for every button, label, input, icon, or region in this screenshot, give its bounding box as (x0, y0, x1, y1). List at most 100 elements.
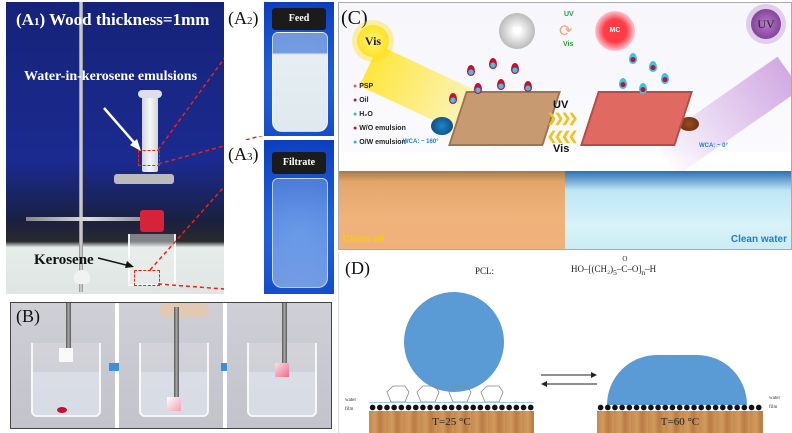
panel-d-label: (D) (345, 258, 370, 278)
panel-label-text: (A (228, 8, 247, 28)
wo-emulsion-droplet (497, 79, 505, 90)
stand-foot (74, 270, 90, 284)
film-label-left: film (345, 407, 354, 412)
uv-sun-label: UV (757, 17, 775, 31)
wo-emulsion-droplet (489, 58, 497, 69)
clean-oil-region: Clean oil (339, 171, 565, 249)
center-vis-label: Vis (553, 143, 570, 155)
pcl-chain (480, 385, 504, 403)
ow-emulsion-droplet (649, 61, 657, 72)
wo-emulsion-icon: ● (353, 125, 358, 132)
panel-b-frame-3 (227, 303, 331, 428)
water-layer-line (369, 402, 534, 403)
panel-a3-filtrate-vial: (A3) Filtrate (224, 140, 334, 294)
sun-uv-icon: UV (751, 9, 781, 39)
panel-b-oil-absorption-sequence: (B) (10, 302, 332, 429)
spiropyran-sp-icon: SP (499, 13, 535, 49)
formula-ch2: (CH₂) (591, 264, 614, 274)
sun-vis-icon: Vis (357, 25, 389, 57)
water-label-right: water (769, 396, 781, 401)
panel-c-photoswitch-schematic: (C) Vis UV SP UV ⟳ Vis MC ● PSP ● Oil ● … (338, 2, 792, 250)
ow-emulsion-droplet (629, 53, 637, 64)
uv-arrows-right-icon: ❯❯❯❯ (547, 111, 578, 125)
legend-item-h2o: ● H₂O (353, 111, 373, 118)
panel-label-sub: 1 (33, 16, 40, 28)
wo-emulsion-droplet (467, 65, 475, 76)
red-clamp-holder (140, 210, 164, 232)
sp-label: SP (512, 27, 522, 34)
legend-item-wo-emulsion: ● W/O emulsion (353, 125, 406, 132)
panel-label-sub: 3 (247, 151, 253, 163)
formula-n: n (641, 267, 646, 277)
switch-vis-label: Vis (563, 41, 574, 48)
legend-label: O/W emulsion (359, 139, 406, 146)
panel-b-frame-2 (119, 303, 227, 428)
zoom-box-upper (138, 150, 160, 166)
legend-label: H₂O (359, 111, 373, 118)
vial-photo: Filtrate (264, 140, 334, 294)
annotation-arrows (97, 107, 141, 268)
legend-label: PSP (359, 83, 374, 90)
panel-label-text: (A (228, 144, 247, 164)
clamp-arm (26, 217, 151, 221)
emulsion-label: Water-in-kerosene emulsions (24, 69, 198, 84)
connector-line (157, 134, 265, 165)
panel-a1-setup-photo: (A1) Wood thickness=1mm Water-in-kerosen… (6, 2, 224, 294)
white-sponge (59, 348, 73, 362)
panel-label-text: (A (16, 10, 34, 29)
formula-o-top: O (622, 255, 628, 263)
wca-hydrophobic-droplet-icon (431, 117, 453, 135)
legend-label: W/O emulsion (359, 125, 406, 132)
formula-ho: HO (571, 264, 584, 274)
pink-sponge-with-oil (275, 363, 289, 377)
film-label-right: film (769, 405, 778, 410)
panel-a1-label: (A1) Wood thickness=1mm (16, 10, 209, 30)
sponge-absorbing-oil (167, 397, 181, 411)
reversible-arrows (541, 372, 597, 387)
panel-label-sub: 2 (247, 15, 253, 27)
water-droplet-spherical (404, 292, 504, 392)
red-oil-droplet (57, 407, 67, 413)
pcl-chain (386, 385, 410, 403)
kerosene-arrowhead (125, 261, 134, 268)
merocyanine-mc-icon: MC (595, 11, 635, 51)
wca-left-label: WCA: ~ 160° (403, 139, 439, 145)
film-beads (369, 404, 534, 411)
clean-oil-label: Clean oil (343, 234, 385, 245)
panel-b-label: (B) (16, 306, 40, 326)
formula-co: C–O (621, 264, 639, 274)
zoom-box-lower (134, 270, 160, 286)
panel-a2-feed-vial: (A2) Feed (224, 2, 334, 136)
wood-block-hydrophilic (580, 91, 693, 146)
wo-emulsion-droplet (511, 63, 519, 74)
pcl-chain (416, 385, 440, 403)
film-beads (597, 404, 763, 411)
vis-sun-label: Vis (364, 34, 382, 48)
pcl-label: PCL: (475, 266, 495, 276)
vial-cap-feed: Feed (272, 8, 326, 30)
panel-a3-label: (A3) (228, 144, 259, 165)
filter-tube (142, 92, 158, 172)
kerosene-label: Kerosene (34, 252, 94, 268)
arrowhead-backward (541, 381, 547, 387)
legend-item-oil: ● Oil (353, 97, 369, 104)
vial-photo: Feed (264, 2, 334, 136)
ow-emulsion-icon: ● (353, 139, 358, 146)
wood-thickness-title: Wood thickness=1mm (49, 10, 210, 29)
psp-dot-icon: ● (353, 83, 358, 90)
wood-block-hydrophobic (448, 91, 561, 146)
panel-c-label: (C) (341, 7, 368, 29)
emulsion-arrow (103, 107, 139, 148)
formula-h: H (649, 264, 657, 274)
hand (159, 303, 209, 317)
panel-a2-label: (A2) (228, 8, 259, 29)
filter-tube-rim (138, 90, 162, 98)
wo-emulsion-droplet (449, 93, 457, 104)
kerosene-arrow (97, 257, 131, 267)
connector-line (157, 283, 265, 293)
water-drop-icon: ● (353, 111, 358, 118)
connector-line (157, 1, 266, 151)
wo-emulsion-droplet (524, 81, 532, 92)
